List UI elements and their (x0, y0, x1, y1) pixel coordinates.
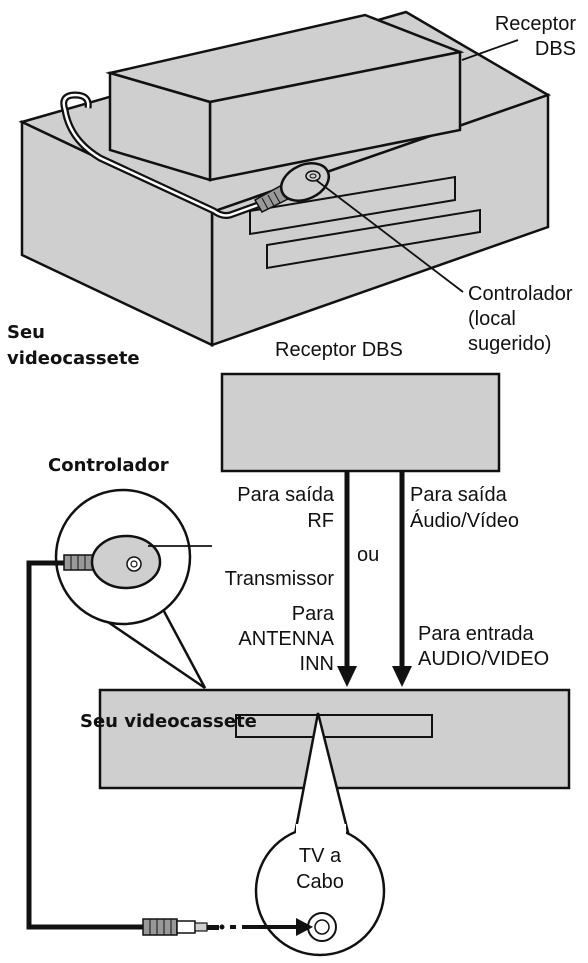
controller-eye-top (253, 162, 331, 213)
antenna-label-3: INN (300, 653, 334, 675)
top-controller-label-3: sugerido) (468, 333, 551, 355)
vcr-label: Seu videocassete (80, 711, 257, 732)
av-out-label-2: Áudio/Vídeo (410, 509, 519, 532)
dbs-receiver-illustration (105, 13, 465, 182)
vcr-box-slot (235, 714, 433, 738)
leader-controller-top (315, 179, 464, 293)
av-in-label-2: AUDIO/VIDEO (418, 648, 549, 670)
rf-arrow-head (337, 666, 357, 687)
receiver-label: Receptor DBS (275, 339, 403, 361)
dbs-receiver-box (220, 372, 501, 473)
antenna-label-2: ANTENNA (238, 628, 334, 650)
controller-cable-bottom (26, 560, 143, 930)
vcr-slot-lower (266, 208, 481, 270)
av-arrow-head (392, 666, 412, 687)
transmitter-label: Transmissor (225, 568, 335, 590)
cable-tv-label-1: TV a (299, 845, 342, 867)
rf-out-label-1: Para saída (237, 484, 335, 506)
controller-label: Controlador (48, 455, 169, 476)
vcr-slot-upper (249, 175, 456, 236)
or-label: ou (357, 544, 379, 566)
receiver-left-face (108, 71, 212, 182)
antenna-label-1: Para (292, 603, 335, 625)
top-receiver-label-1: Receptor (495, 13, 576, 35)
top-controller-label-2: (local (468, 308, 516, 330)
av-out-label-1: Para saída (410, 484, 508, 506)
controller-eye (63, 534, 162, 590)
top-receiver-label-2: DBS (535, 38, 576, 60)
leader-receiver-top (461, 39, 519, 61)
controller-plug (142, 918, 225, 936)
vcr-box (98, 688, 571, 790)
top-vcr-label-1: Seu (7, 322, 45, 343)
top-controller-label-1: Controlador (468, 283, 573, 305)
cable-tv-label-2: Cabo (296, 871, 344, 893)
av-in-label-1: Para entrada (418, 623, 535, 645)
top-vcr-label-2: videocassete (7, 348, 140, 369)
plug-connection-arrow (296, 918, 313, 936)
rf-out-label-2: RF (307, 510, 334, 532)
